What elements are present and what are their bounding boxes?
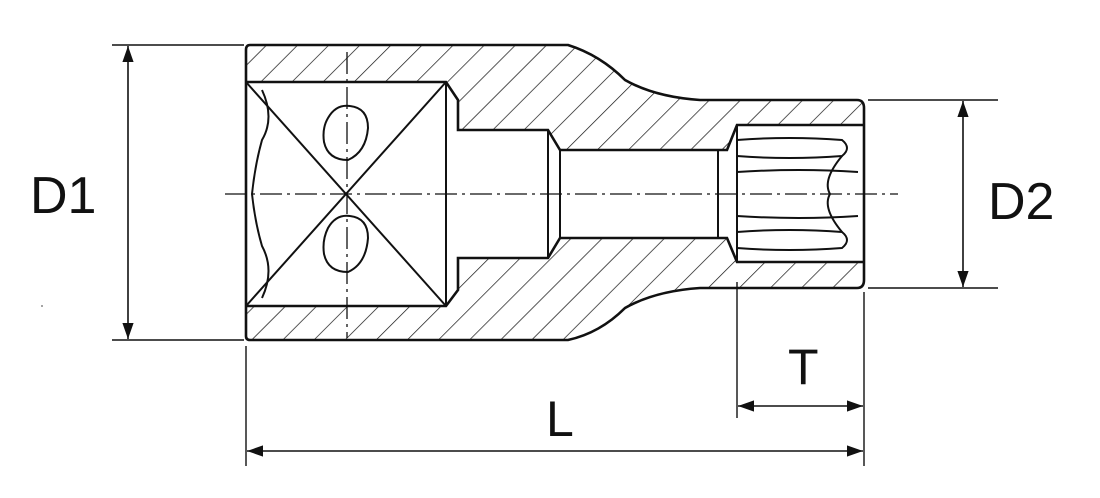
- dimension-label-l: L: [546, 391, 574, 447]
- torx-profile: [736, 125, 859, 262]
- ball-detent-upper: [322, 104, 370, 162]
- dimension-label-d1: D1: [30, 167, 97, 225]
- socket-body-section: [244, 43, 866, 342]
- dimension-label-t: T: [788, 339, 819, 395]
- extension-lines: [112, 44, 998, 466]
- ball-detent-lower: [322, 214, 370, 274]
- center-lines: [225, 52, 898, 338]
- dimension-label-d2: D2: [988, 173, 1055, 231]
- stray-mark: [41, 305, 43, 307]
